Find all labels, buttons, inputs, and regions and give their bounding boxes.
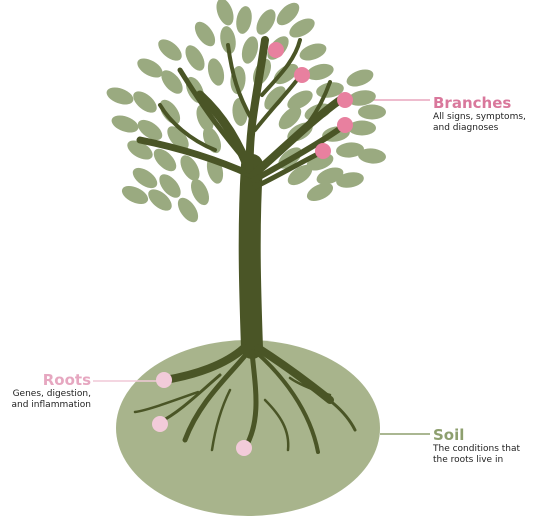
leaf-35 <box>167 126 189 150</box>
leaf-39 <box>348 120 376 136</box>
leaf-11 <box>185 45 205 71</box>
roots-desc-line-1: Genes, digestion, <box>12 389 91 399</box>
leaf-24 <box>106 87 134 105</box>
leaf-15 <box>273 63 299 85</box>
leaf-20 <box>264 86 286 110</box>
roots-desc-line-2: and inflammation <box>11 400 91 410</box>
leaf-9 <box>299 43 327 61</box>
branches-title: Branches <box>433 94 512 112</box>
leaf-31 <box>348 90 376 106</box>
leaf-3 <box>276 2 300 26</box>
leaf-41 <box>153 148 177 172</box>
dots-group <box>152 42 353 456</box>
leaf-21 <box>287 90 313 110</box>
leaf-0 <box>216 0 234 26</box>
leaf-10 <box>158 39 182 61</box>
leaf-33 <box>111 115 139 133</box>
branches-label: Branches All signs, symptoms, and diagno… <box>433 94 526 134</box>
leaf-32 <box>358 104 386 120</box>
leaf-57 <box>306 182 334 202</box>
roots-title: Roots <box>42 371 91 389</box>
leaf-17 <box>137 58 163 78</box>
leaf-25 <box>133 91 157 113</box>
leaf-50 <box>190 178 210 206</box>
branch-dot-2 <box>337 92 353 108</box>
leaf-55 <box>148 189 172 211</box>
leaf-54 <box>121 185 149 205</box>
leaf-29 <box>278 106 302 130</box>
roots-label: Roots Genes, digestion, and inflammation <box>6 371 91 411</box>
branches-desc-line-2: and diagnoses <box>433 123 499 133</box>
leaf-26 <box>159 99 181 125</box>
root-dot-0 <box>156 372 172 388</box>
leaf-49 <box>159 174 181 198</box>
leaf-47 <box>358 148 386 164</box>
soil-desc-line-2: the roots live in <box>433 455 504 465</box>
branch-dot-0 <box>268 42 284 58</box>
branch-dot-4 <box>315 143 331 159</box>
leaf-51 <box>287 164 313 186</box>
leaf-46 <box>336 142 364 158</box>
leaf-18 <box>161 70 183 94</box>
leaf-42 <box>180 155 200 181</box>
soil-label: Soil The conditions that the roots live … <box>433 426 520 466</box>
branches-desc-line-1: All signs, symptoms, <box>433 112 526 122</box>
leaf-2 <box>256 9 276 35</box>
soil-desc-line-1: The conditions that <box>433 444 521 454</box>
leaf-16 <box>306 63 334 81</box>
leaf-56 <box>177 197 199 223</box>
leaf-5 <box>194 21 216 47</box>
root-dot-1 <box>152 416 168 432</box>
leaf-53 <box>336 172 364 188</box>
leaf-34 <box>137 119 163 141</box>
leaf-23 <box>346 69 374 87</box>
leaf-4 <box>289 18 315 38</box>
branch-dot-3 <box>337 117 353 133</box>
leaf-40 <box>127 140 153 160</box>
leaf-1 <box>236 6 252 34</box>
leaf-12 <box>207 58 225 86</box>
leaf-7 <box>241 36 259 64</box>
leaf-48 <box>132 167 158 189</box>
leaf-6 <box>220 26 236 54</box>
soil-title: Soil <box>433 426 465 444</box>
branch-dot-1 <box>294 67 310 83</box>
tree-trunk-and-roots <box>133 36 357 454</box>
root-dot-2 <box>236 440 252 456</box>
